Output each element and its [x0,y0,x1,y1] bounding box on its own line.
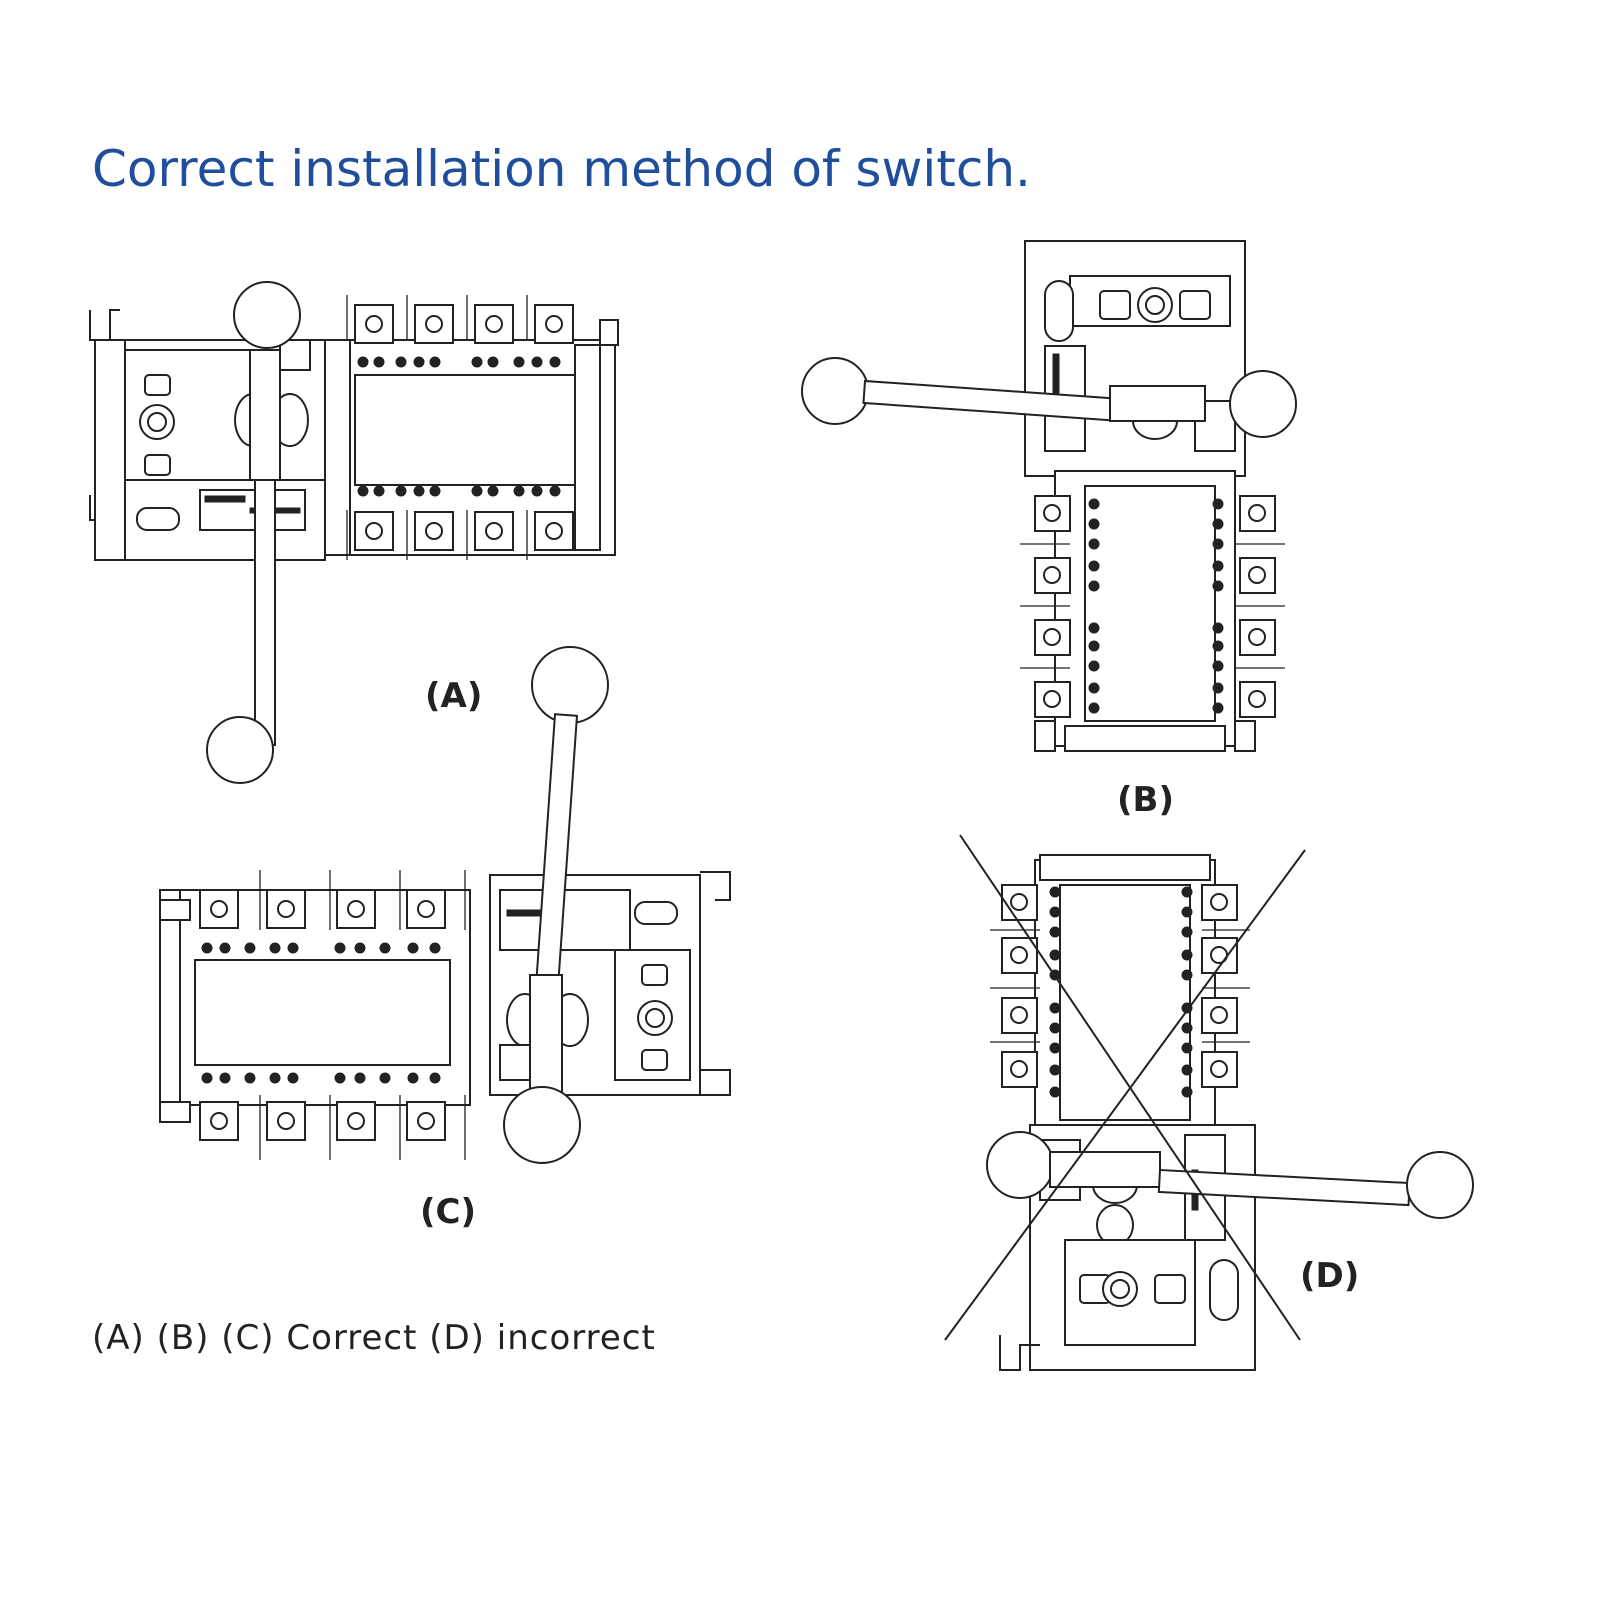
figure-c-switch-drawing [155,640,750,1184]
switch-diagram-b [801,240,1297,752]
figure-b-label: (B) [1117,780,1174,820]
figure-c-label: (C) [420,1192,477,1232]
figure-d-label: (D) [1300,1256,1360,1296]
figure-a-switch-drawing [85,280,625,794]
switch-diagram-a [89,281,619,784]
page-title: Correct installation method of switch. [92,140,1031,198]
switch-diagram-c [159,646,731,1164]
figure-b-switch-drawing [795,236,1315,760]
figure-a-label: (A) [425,676,483,716]
switch-diagram-d [944,834,1474,1371]
installation-note: (A) (B) (C) Correct (D) incorrect [92,1318,656,1358]
figure-d-switch-drawing [940,830,1500,1384]
